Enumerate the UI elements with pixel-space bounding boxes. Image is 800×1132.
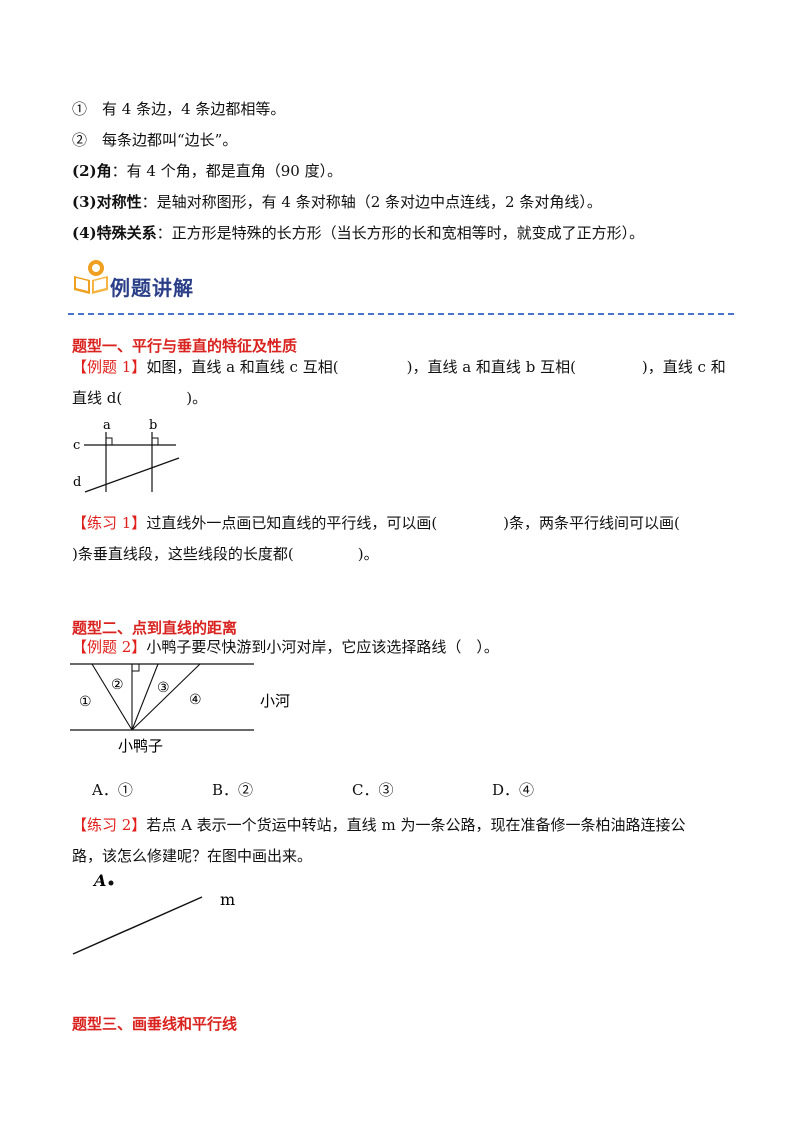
road-figure[interactable]: A m <box>68 868 258 960</box>
option-b[interactable]: B．② <box>212 781 254 799</box>
prop-line-2: ② 每条边都叫“边长”。 <box>72 131 238 149</box>
duck-label: 小鸭子 <box>118 737 163 755</box>
right-angle-mark <box>106 437 113 445</box>
label-a: a <box>103 418 111 433</box>
example1-text-d: 直线 d( <box>72 389 123 407</box>
route-4-line <box>131 663 201 731</box>
practice1-line2: )条垂直线段，这些线段的长度都( )。 <box>72 544 379 564</box>
reading-person-icon <box>72 256 112 296</box>
line-m-label: m <box>220 890 235 909</box>
prop-line-4: (3)对称性：是轴对称图形，有 4 条对称轴（2 条对边中点连线，2 条对角线）… <box>72 192 602 212</box>
right-angle-mark <box>132 664 140 672</box>
prop-line-3: (2)角：有 4 个角，都是直角（90 度）。 <box>72 161 342 181</box>
prop-line-5: (4)特殊关系：正方形是特殊的长方形（当长方形的长和宽相等时，就变成了正方形）。 <box>72 223 644 243</box>
route-1-line <box>91 663 133 731</box>
prop-label-symmetry: (3)对称性 <box>72 193 142 211</box>
example1-text-e: )。 <box>186 389 208 407</box>
practice1-text-c: )条垂直线段，这些线段的长度都( <box>72 545 294 563</box>
route-label-1: ① <box>79 694 92 710</box>
example1-text-b: )，直线 a 和直线 b 互相( <box>406 358 576 376</box>
line-d <box>84 457 180 493</box>
example1-tag: 【例题 1】 <box>72 358 147 376</box>
practice2-line1: 【练习 2】若点 A 表示一个货运中转站，直线 m 为一条公路，现在准备修一条柏… <box>72 815 685 835</box>
banner-title: 例题讲解 <box>110 276 194 300</box>
practice1-line1: 【练习 1】过直线外一点画已知直线的平行线，可以画( )条，两条平行线间可以画( <box>72 513 680 533</box>
practice2-line2: 路，该怎么修建呢？在图中画出来。 <box>72 847 313 865</box>
practice1-text-d: )。 <box>357 545 379 563</box>
example1-text-c: )，直线 c 和 <box>641 358 726 376</box>
practice1-tag: 【练习 1】 <box>72 514 147 532</box>
example2-line: 【例题 2】小鸭子要尽快游到小河对岸，它应该选择路线（ ）。 <box>72 637 499 657</box>
right-angle-mark <box>152 437 159 445</box>
prop-label-angle: (2)角 <box>72 162 112 180</box>
prop-label-relation: (4)特殊关系 <box>72 224 157 242</box>
example2-tag: 【例题 2】 <box>72 638 147 656</box>
river-figure: ① ② ③ ④ 小河 小鸭子 <box>70 663 290 755</box>
section3-heading: 题型三、画垂线和平行线 <box>72 1015 238 1033</box>
prop-text-angle: ：有 4 个角，都是直角（90 度）。 <box>111 162 343 180</box>
section1-heading: 题型一、平行与垂直的特征及性质 <box>72 337 298 355</box>
route-label-4: ④ <box>189 692 202 708</box>
prop-text-relation: ：正方形是特殊的长方形（当长方形的长和宽相等时，就变成了正方形）。 <box>156 224 645 242</box>
route-3-line <box>131 663 159 731</box>
lines-figure: a b c d <box>73 418 180 493</box>
point-a <box>108 880 114 886</box>
practice2-text-a: 若点 A 表示一个货运中转站，直线 m 为一条公路，现在准备修一条柏油路连接公 <box>146 816 686 834</box>
prop-text-symmetry: ：是轴对称图形，有 4 条对称轴（2 条对边中点连线，2 条对角线）。 <box>141 193 602 211</box>
point-a-label: A <box>92 871 106 890</box>
section-divider <box>68 313 734 315</box>
river-label: 小河 <box>260 692 290 710</box>
prop-line-1: ① 有 4 条边，4 条边都相等。 <box>72 100 286 118</box>
option-a[interactable]: A．① <box>92 781 133 799</box>
practice2-tag: 【练习 2】 <box>72 816 147 834</box>
label-d: d <box>73 475 81 490</box>
route-label-3: ③ <box>157 680 170 696</box>
label-b: b <box>149 418 157 433</box>
road-line-m <box>72 896 203 955</box>
option-d[interactable]: D．④ <box>492 781 535 799</box>
section2-heading: 题型二、点到直线的距离 <box>72 619 238 637</box>
option-c[interactable]: C．③ <box>352 781 394 799</box>
example2-text: 小鸭子要尽快游到小河对岸，它应该选择路线（ ）。 <box>146 638 499 656</box>
example1-line2: 直线 d( )。 <box>72 388 207 408</box>
practice1-text-a: 过直线外一点画已知直线的平行线，可以画( <box>146 514 438 532</box>
example1-text-a: 如图，直线 a 和直线 c 互相( <box>146 358 339 376</box>
practice1-text-b: )条，两条平行线间可以画( <box>503 514 680 532</box>
route-label-2: ② <box>111 677 124 693</box>
label-c: c <box>73 438 80 453</box>
example1-line1: 【例题 1】如图，直线 a 和直线 c 互相( )，直线 a 和直线 b 互相()… <box>72 357 726 377</box>
